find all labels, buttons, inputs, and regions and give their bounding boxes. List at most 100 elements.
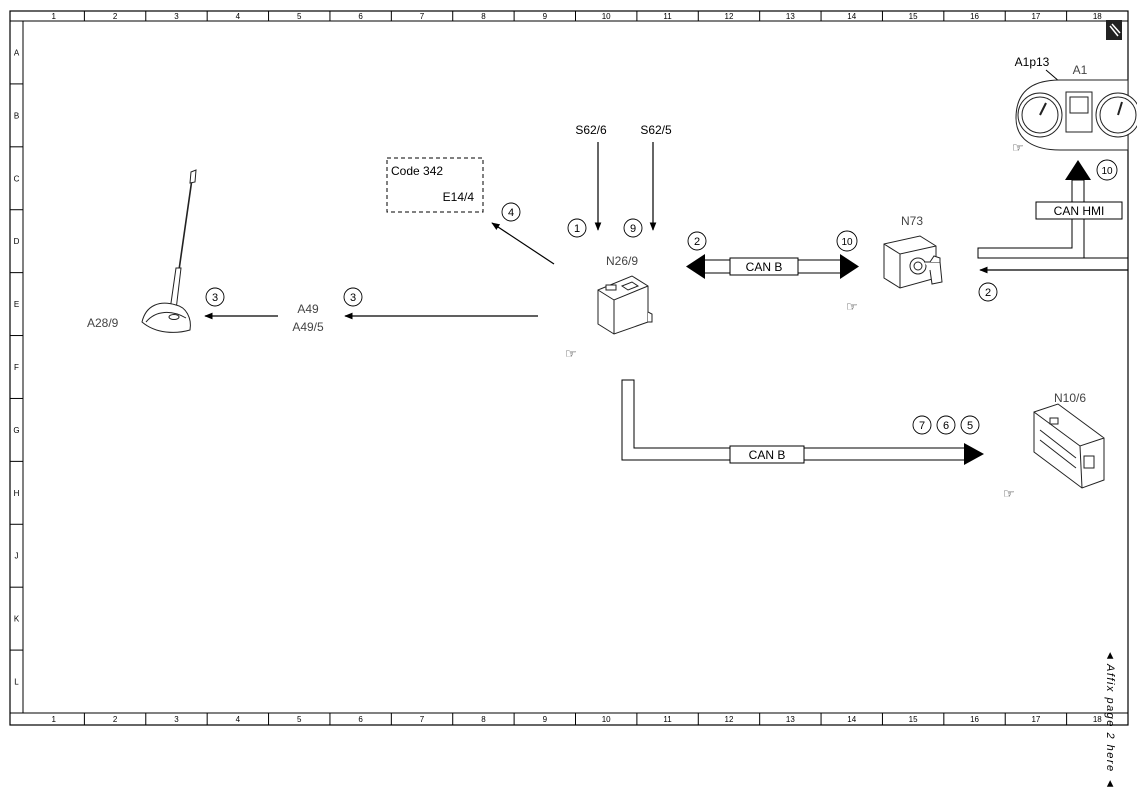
label-code-342: Code 342 [391, 164, 443, 178]
ruler-row-F: F [14, 363, 19, 372]
marker-9: 9 [623, 218, 643, 238]
ruler-row-J: J [15, 552, 19, 561]
ruler-row-E: E [14, 300, 19, 309]
marker-3-left: 3 [205, 287, 225, 307]
marker-10-top: 10 [1096, 159, 1118, 181]
ruler-col-bottom-17: 17 [1031, 715, 1040, 724]
label-a28-9: A28/9 [87, 316, 119, 330]
ignition-switch-n73-icon [883, 235, 943, 289]
grid-ruler: 1122334455667788991010111112121313141415… [10, 11, 1102, 725]
code-342-box [386, 157, 484, 213]
ruler-row-G: G [13, 426, 19, 435]
svg-text:☞: ☞ [1012, 140, 1024, 155]
label-can-b-top: CAN B [746, 260, 783, 274]
svg-text:9: 9 [630, 223, 636, 235]
ruler-row-A: A [14, 48, 20, 57]
ruler-col-bottom-12: 12 [725, 715, 734, 724]
diagram-frame [9, 10, 1129, 726]
reference-hand-icon-n10-6: ☞ [1003, 486, 1015, 501]
ruler-col-bottom-3: 3 [174, 715, 179, 724]
reference-hand-icon-n73: ☞ [846, 299, 858, 314]
svg-text:2: 2 [694, 236, 700, 248]
ruler-col-top-18: 18 [1093, 12, 1102, 21]
affix-page-note: ◄ Affix page 2 here ◄ [1104, 650, 1116, 790]
svg-text:◄ Affix page 2 here: ◄ Affix page 2 here ◄ [1104, 650, 1116, 790]
ruler-row-D: D [14, 237, 20, 246]
ruler-col-top-5: 5 [297, 12, 302, 21]
svg-text:7: 7 [919, 420, 925, 432]
marker-2-right: 2 [978, 282, 998, 302]
label-n10-6: N10/6 [1054, 391, 1086, 405]
ruler-col-top-14: 14 [847, 12, 856, 21]
ruler-row-L: L [14, 678, 19, 687]
svg-text:☞: ☞ [565, 346, 577, 361]
svg-text:10: 10 [841, 237, 853, 248]
ruler-col-top-3: 3 [174, 12, 179, 21]
label-a49-5: A49/5 [292, 320, 324, 334]
ruler-col-bottom-13: 13 [786, 715, 795, 724]
marker-1: 1 [567, 218, 587, 238]
label-s62-5: S62/5 [640, 123, 672, 137]
ruler-col-top-17: 17 [1031, 12, 1040, 21]
label-can-b-bottom: CAN B [749, 448, 786, 462]
ruler-col-top-7: 7 [420, 12, 425, 21]
ruler-row-C: C [14, 174, 20, 183]
ruler-row-K: K [14, 615, 20, 624]
svg-text:10: 10 [1101, 166, 1113, 177]
module-n10-6-icon [1033, 403, 1105, 489]
reference-hand-icon-n26-9: ☞ [565, 346, 577, 361]
marker-4: 4 [501, 202, 521, 222]
reference-hand-icon-a1: ☞ [1012, 140, 1024, 155]
ruler-row-B: B [14, 111, 19, 120]
ruler-col-bottom-15: 15 [909, 715, 918, 724]
marker-7: 7 [912, 415, 932, 435]
ruler-col-bottom-4: 4 [236, 715, 241, 724]
ruler-col-bottom-16: 16 [970, 715, 979, 724]
svg-text:☞: ☞ [1003, 486, 1015, 501]
svg-text:5: 5 [967, 420, 973, 432]
ruler-col-bottom-11: 11 [663, 715, 672, 724]
module-n26-9-icon [597, 275, 653, 335]
ruler-col-top-1: 1 [51, 12, 56, 21]
label-e14-4: E14/4 [443, 190, 475, 204]
svg-text:2: 2 [985, 287, 991, 299]
ruler-col-bottom-18: 18 [1093, 715, 1102, 724]
page-corner-icon [1106, 20, 1122, 40]
ruler-col-bottom-5: 5 [297, 715, 302, 724]
ruler-col-bottom-9: 9 [543, 715, 548, 724]
svg-text:4: 4 [508, 207, 514, 219]
can-b-bus-bottom: CAN B [621, 379, 984, 465]
ruler-col-top-15: 15 [909, 12, 918, 21]
svg-text:3: 3 [212, 292, 218, 304]
ruler-col-bottom-6: 6 [358, 715, 363, 724]
ruler-col-top-6: 6 [358, 12, 363, 21]
ruler-col-top-9: 9 [543, 12, 548, 21]
signal-arrow-to-e14-4 [491, 222, 555, 265]
ruler-col-bottom-14: 14 [847, 715, 856, 724]
marker-3-right: 3 [343, 287, 363, 307]
can-b-bus-top: CAN B [686, 254, 859, 279]
label-a49: A49 [297, 302, 319, 316]
ruler-col-bottom-1: 1 [51, 715, 56, 724]
ruler-col-top-12: 12 [725, 12, 734, 21]
marker-2-left: 2 [687, 231, 707, 251]
ruler-col-top-13: 13 [786, 12, 795, 21]
instrument-cluster-a1-icon [1015, 79, 1137, 151]
ruler-col-bottom-10: 10 [602, 715, 611, 724]
marker-5: 5 [960, 415, 980, 435]
svg-text:☞: ☞ [846, 299, 858, 314]
svg-text:1: 1 [574, 223, 580, 235]
svg-text:3: 3 [350, 292, 356, 304]
ruler-col-bottom-8: 8 [481, 715, 486, 724]
label-n73: N73 [901, 214, 923, 228]
can-hmi-bus: CAN HMI [977, 160, 1128, 259]
ruler-col-top-4: 4 [236, 12, 241, 21]
ruler-col-bottom-2: 2 [113, 715, 118, 724]
label-s62-6: S62/6 [575, 123, 607, 137]
ruler-col-top-10: 10 [602, 12, 611, 21]
label-n26-9: N26/9 [606, 254, 638, 268]
ruler-col-top-11: 11 [663, 12, 672, 21]
ruler-col-bottom-7: 7 [420, 715, 425, 724]
marker-6: 6 [936, 415, 956, 435]
